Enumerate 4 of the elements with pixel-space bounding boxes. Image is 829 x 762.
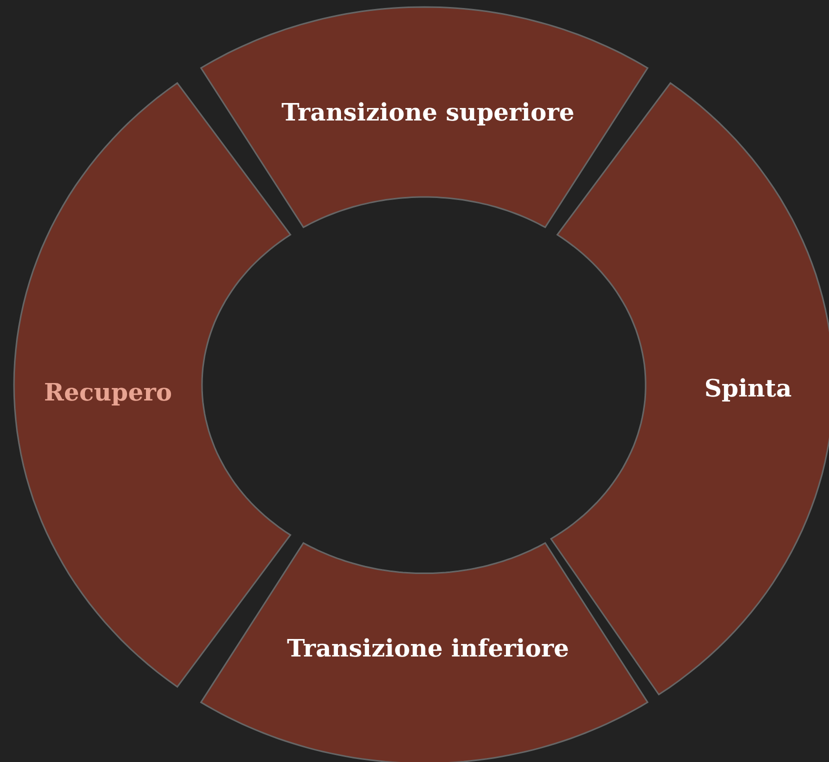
segment-label: Transizione inferiore	[286, 633, 570, 662]
segment-label: Spinta	[704, 373, 792, 402]
segment-label: Recupero	[44, 377, 172, 406]
segment-label: Transizione superiore	[282, 98, 574, 126]
